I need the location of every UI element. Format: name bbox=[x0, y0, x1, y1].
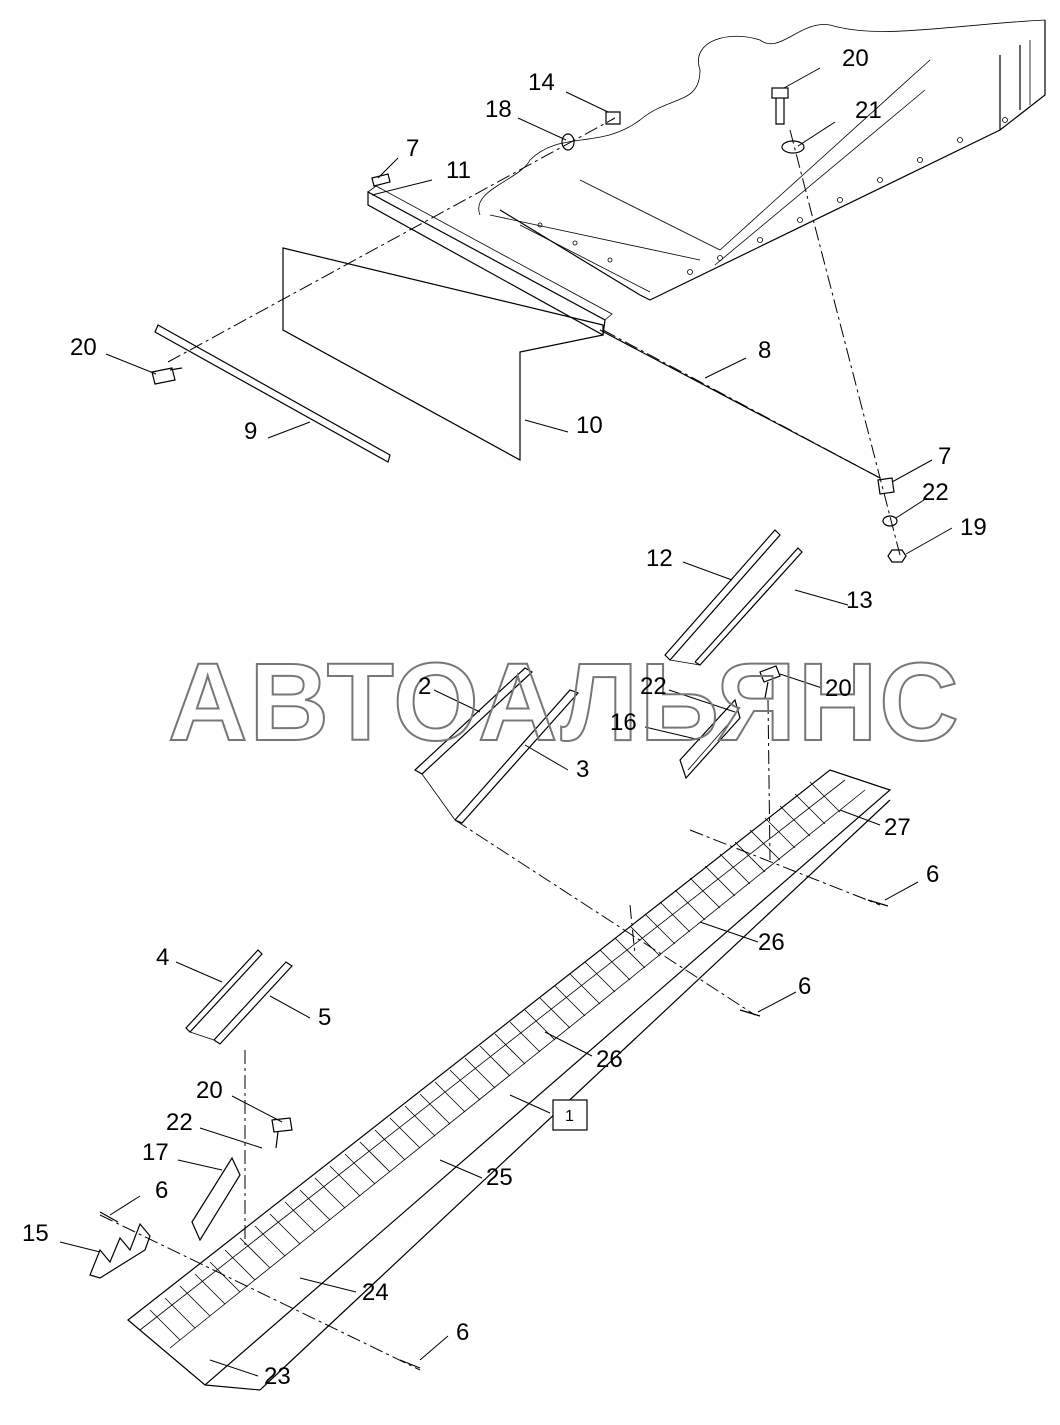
pin-6-b bbox=[739, 1009, 761, 1017]
callout-26: 26 bbox=[596, 1046, 623, 1073]
callout-26: 26 bbox=[758, 929, 785, 956]
callout-3: 3 bbox=[576, 756, 589, 783]
leader-lines bbox=[59, 67, 953, 1377]
callout-16: 16 bbox=[610, 709, 637, 736]
callout-15: 15 bbox=[22, 1220, 49, 1247]
callout-22: 22 bbox=[922, 479, 949, 506]
comb-17 bbox=[191, 1156, 241, 1242]
callout-14: 14 bbox=[528, 69, 555, 96]
bolt-20-left bbox=[151, 367, 183, 385]
callout-23: 23 bbox=[264, 1363, 291, 1390]
callout-12: 12 bbox=[646, 545, 673, 572]
callout-18: 18 bbox=[485, 96, 512, 123]
callout-27: 27 bbox=[884, 814, 911, 841]
callout-7: 7 bbox=[406, 135, 419, 162]
callout-13: 13 bbox=[846, 587, 873, 614]
callout-6: 6 bbox=[798, 973, 811, 1000]
clip-7-right bbox=[877, 477, 895, 495]
comb-16 bbox=[679, 698, 741, 780]
callout-8: 8 bbox=[758, 337, 771, 364]
washer-22-right bbox=[882, 515, 898, 527]
callout-11: 11 bbox=[446, 157, 471, 184]
housing-section bbox=[478, 19, 1046, 301]
callout-19: 19 bbox=[960, 514, 987, 541]
bolt-20-top bbox=[771, 87, 789, 125]
callout-20: 20 bbox=[842, 45, 869, 72]
assembly-ref-label: 1 bbox=[565, 1108, 574, 1125]
pin-6-d bbox=[399, 1359, 421, 1369]
washer-18 bbox=[561, 133, 575, 151]
callout-24: 24 bbox=[362, 1279, 389, 1306]
rod-8 bbox=[599, 329, 881, 479]
guide-2-3 bbox=[413, 667, 580, 824]
bolt-20-low bbox=[271, 1117, 293, 1149]
callout-9: 9 bbox=[244, 418, 257, 445]
callout-10: 10 bbox=[576, 412, 603, 439]
clip-7-top bbox=[371, 173, 391, 187]
bolt-20-mid bbox=[759, 665, 781, 699]
callout-20: 20 bbox=[196, 1077, 223, 1104]
pin-6-a bbox=[867, 899, 889, 907]
callout-22: 22 bbox=[640, 673, 667, 700]
callout-6: 6 bbox=[456, 1319, 469, 1346]
callout-20: 20 bbox=[70, 334, 97, 361]
bolt-14 bbox=[605, 111, 621, 125]
comb-15 bbox=[89, 1222, 151, 1279]
sieve-slats bbox=[149, 781, 841, 1341]
callout-25: 25 bbox=[486, 1164, 513, 1191]
callout-17: 17 bbox=[142, 1139, 169, 1166]
callout-6: 6 bbox=[155, 1177, 168, 1204]
pin-6-c bbox=[99, 1211, 119, 1223]
housing-holes bbox=[537, 117, 1008, 275]
watermark-text: АВТОАЛЬЯНС bbox=[168, 641, 961, 764]
strip-9 bbox=[154, 324, 391, 463]
assembly-axes bbox=[99, 117, 901, 1371]
cover-panel-10 bbox=[282, 247, 604, 462]
callout-22: 22 bbox=[166, 1109, 193, 1136]
callout-20: 20 bbox=[825, 675, 852, 702]
guide-4-5 bbox=[185, 949, 293, 1045]
callout-2: 2 bbox=[418, 673, 431, 700]
guide-12-13 bbox=[664, 529, 803, 666]
callout-4: 4 bbox=[156, 944, 169, 971]
callout-6: 6 bbox=[926, 861, 939, 888]
callout-21: 21 bbox=[855, 97, 882, 124]
sieve-assembly bbox=[127, 769, 892, 1391]
callout-5: 5 bbox=[318, 1004, 331, 1031]
callout-labels: 14 18 20 21 7 11 20 8 9 10 7 22 19 12 13… bbox=[22, 45, 987, 1390]
assembly-ref-box: 1 bbox=[552, 1099, 588, 1131]
bar-11 bbox=[367, 185, 613, 336]
nut-19 bbox=[887, 549, 907, 563]
callout-7: 7 bbox=[938, 443, 951, 470]
